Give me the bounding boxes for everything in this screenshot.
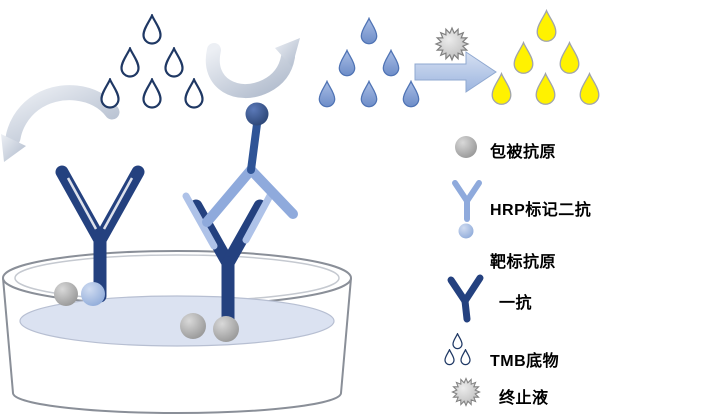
tmb-drop-small <box>460 349 471 366</box>
antigen-spheres-left <box>54 282 105 306</box>
tmb-drop <box>142 14 162 45</box>
blue-drop <box>318 80 336 108</box>
legend-icons <box>444 136 484 407</box>
target-antigen-sphere-icon <box>458 223 474 239</box>
reacted-substrate-drops-group <box>318 17 420 108</box>
tmb-drop <box>120 47 140 78</box>
yellow-drop <box>513 41 534 74</box>
legend-label-stop-solution: 终止液 <box>499 390 549 407</box>
legend-label-hrp-secondary: HRP标记二抗 <box>490 202 592 219</box>
blue-drop <box>402 80 420 108</box>
secondary-stem <box>247 120 261 174</box>
coated-antigen-spheres-center <box>180 313 239 342</box>
blue-drop <box>382 49 400 77</box>
antibody-left-arm <box>55 165 107 247</box>
tmb-substrate-drops-group <box>100 14 204 109</box>
tmb-drop-small <box>444 349 455 366</box>
blue-drop <box>360 17 378 45</box>
reaction-curved-arrow <box>205 38 300 98</box>
reaction-arrowhead <box>275 38 300 67</box>
secondary-arm-left <box>202 165 256 227</box>
primary-antibody-left-highlights <box>66 177 134 230</box>
stop-solution-burst <box>435 27 469 61</box>
blue-drop <box>338 49 356 77</box>
tmb-substrate-drops-icon <box>444 333 471 366</box>
legend-label-coated-antigen: 包被抗原 <box>490 144 557 161</box>
antibody-right-arm <box>93 165 145 247</box>
wash-arrowhead <box>1 134 26 162</box>
sandwich-complex <box>180 102 298 342</box>
tmb-drop-small <box>452 333 463 350</box>
yellow-drop <box>536 9 557 42</box>
secondary-antibody <box>182 120 298 250</box>
legend-label-target-antigen: 靶标抗原 <box>490 254 557 271</box>
tmb-drop <box>142 78 162 109</box>
coated-antigen-sphere-icon <box>455 136 477 158</box>
yellow-drop <box>491 72 512 105</box>
legend-label-primary-antibody: 一抗 <box>499 295 533 312</box>
tmb-drop <box>100 78 120 109</box>
tmb-drop <box>164 47 184 78</box>
coated-antigen-sphere <box>213 316 239 342</box>
coated-antigen-sphere <box>180 313 206 339</box>
target-antigen-sphere <box>81 282 105 306</box>
stop-solution-burst-icon <box>451 377 481 407</box>
microplate-well <box>2 250 352 414</box>
stopped-product-drops-group <box>491 9 600 105</box>
primary-antibody-icon <box>447 274 484 323</box>
coated-antigen-sphere <box>54 282 78 306</box>
secondary-arm-left-outer <box>182 192 218 250</box>
wash-curved-arrow <box>1 85 120 162</box>
secondary-arm-right <box>246 165 298 219</box>
yellow-drop <box>535 72 556 105</box>
tmb-drop <box>184 78 204 109</box>
hrp-enzyme-sphere <box>245 102 269 126</box>
blue-drop <box>360 80 378 108</box>
well-liquid-surface <box>19 295 335 347</box>
hrp-secondary-antibody-icon <box>452 180 482 222</box>
secondary-arm-right-outer <box>242 188 276 244</box>
yellow-drop <box>559 41 580 74</box>
yellow-drop <box>579 72 600 105</box>
stop-block-arrow <box>414 51 497 93</box>
legend-label-tmb-substrate: TMB底物 <box>490 353 560 370</box>
